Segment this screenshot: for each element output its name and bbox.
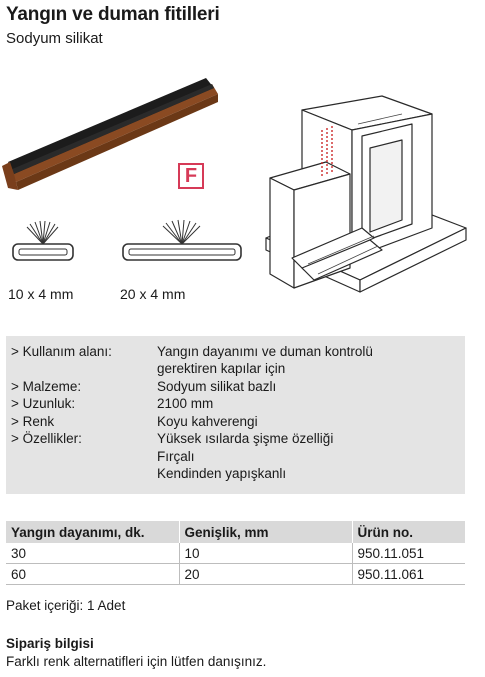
spec-key: > Kullanım alanı: xyxy=(11,344,112,359)
page-subtitle: Sodyum silikat xyxy=(6,30,103,47)
spec-key: > Renk xyxy=(11,414,55,429)
table-row: 60 20 950.11.061 xyxy=(6,563,465,585)
spec-key: > Özellikler: xyxy=(11,431,82,446)
column-header-width: Genişlik, mm xyxy=(178,521,352,543)
spec-key: > Malzeme: xyxy=(11,379,82,394)
spec-value: Koyu kahverengi xyxy=(157,414,258,429)
spec-value: Kendinden yapışkanlı xyxy=(157,466,287,481)
seal-strip-image xyxy=(2,78,218,190)
table-cell: 10 xyxy=(178,543,352,564)
table-cell: 20 xyxy=(178,563,352,585)
spec-key: > Uzunluk: xyxy=(11,396,76,411)
spec-value: Fırçalı xyxy=(157,449,195,464)
spec-value: Yangın dayanımı ve duman kontrolü xyxy=(157,344,373,359)
product-table: Yangın dayanımı, dk. Genişlik, mm Ürün n… xyxy=(6,521,465,585)
spec-panel: > Kullanım alanı: Yangın dayanımı ve dum… xyxy=(6,336,465,494)
profile-size-label-2: 20 x 4 mm xyxy=(120,286,186,302)
table-cell: 60 xyxy=(6,563,179,585)
order-info-text: Farklı renk alternatifleri için lütfen d… xyxy=(6,654,267,669)
fire-class-badge: F xyxy=(178,163,204,189)
profile-size-label-1: 10 x 4 mm xyxy=(8,286,74,302)
spec-value: Yüksek ısılarda şişme özelliği xyxy=(157,431,334,446)
column-header-fire-rating: Yangın dayanımı, dk. xyxy=(6,521,179,543)
order-info-heading: Sipariş bilgisi xyxy=(6,636,94,651)
spec-value: 2100 mm xyxy=(157,396,214,411)
column-header-product-no: Ürün no. xyxy=(351,521,465,543)
table-cell: 30 xyxy=(6,543,179,564)
profile-10x4-icon xyxy=(12,220,74,261)
table-cell: 950.11.061 xyxy=(351,563,465,585)
package-info: Paket içeriği: 1 Adet xyxy=(6,598,126,613)
page-title: Yangın ve duman fitilleri xyxy=(6,4,220,25)
door-assembly-diagram xyxy=(265,95,467,293)
table-header-row: Yangın dayanımı, dk. Genişlik, mm Ürün n… xyxy=(6,521,465,543)
table-cell: 950.11.051 xyxy=(351,543,465,564)
table-row: 30 10 950.11.051 xyxy=(6,543,465,564)
spec-value: gerektiren kapılar için xyxy=(157,361,286,376)
spec-value: Sodyum silikat bazlı xyxy=(157,379,277,394)
profile-20x4-icon xyxy=(122,219,242,261)
